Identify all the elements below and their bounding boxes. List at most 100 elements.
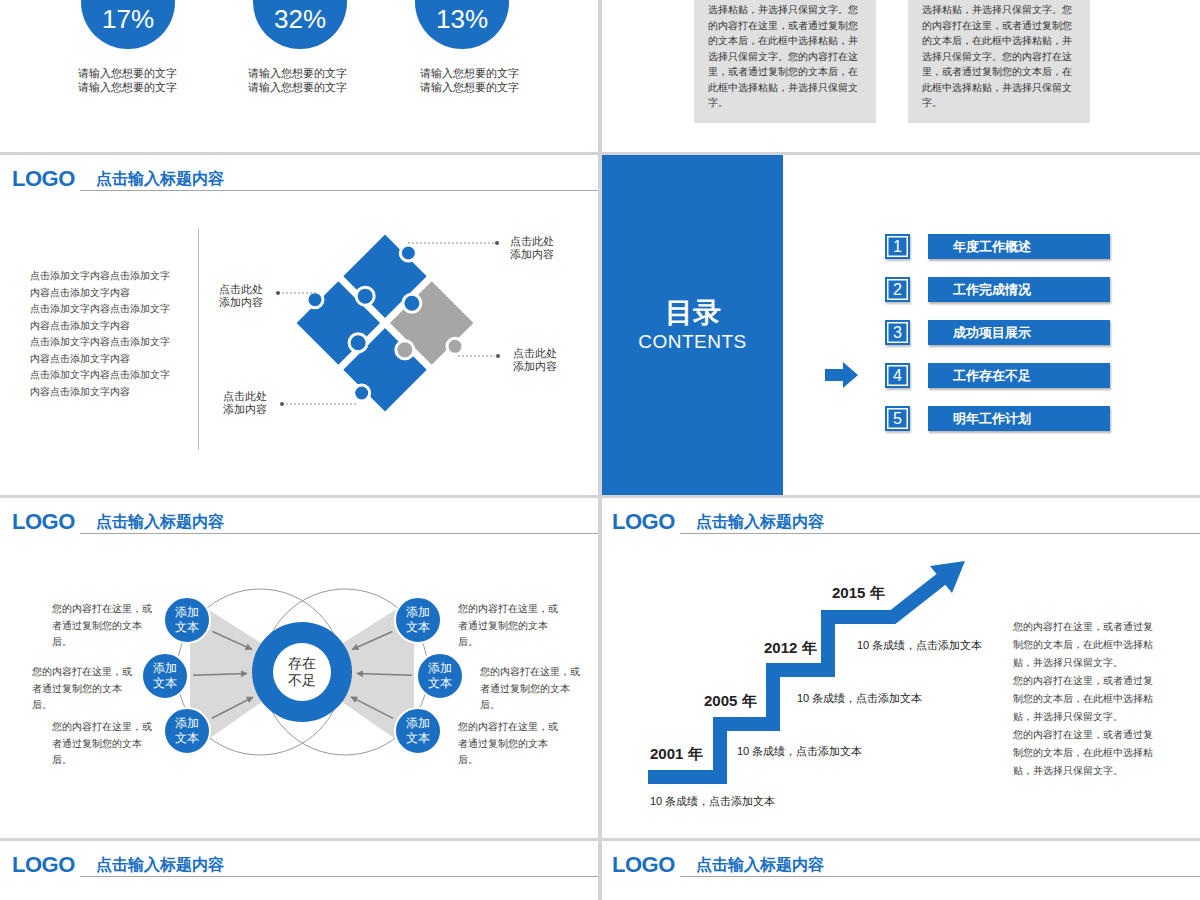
- circle-fill: [415, 0, 509, 49]
- slide-title-holder: 点击输入标题内容: [96, 169, 224, 189]
- logo: LOGO: [12, 853, 75, 877]
- node-text: 选择粘贴，并选择只保留文字。您的内容打在这里，或者通过复制您的文本后，在此框中选…: [922, 2, 1078, 111]
- caption-text-holder: 请输入您想要的文字 请输入您想要的文字: [420, 66, 526, 94]
- flow-arrow: [351, 697, 393, 718]
- callout-text-holder: 点击此处添加内容: [223, 390, 269, 416]
- number-square: 1: [885, 234, 910, 259]
- caption-text: 请输入您想要的文字 请输入您想要的文字: [420, 66, 526, 94]
- body-text: 点击添加文字内容点击添加文字内容点击添加文字内容: [30, 334, 176, 367]
- ring-inner: [273, 643, 331, 701]
- circle-fill: [253, 0, 347, 49]
- step-note-holder: 10 条成绩，点击添加文本: [650, 794, 775, 808]
- slide-title: 点击输入标题内容: [696, 512, 824, 532]
- body-text-holder: 点击添加文字内容点击添加文字内容点击添加文字内容: [30, 334, 176, 367]
- node-text: 添加文本: [405, 605, 431, 635]
- number-square: 3: [885, 320, 910, 345]
- node-text: 32%: [274, 4, 326, 34]
- node-text: 存在不足: [287, 655, 317, 689]
- item-circle: 添加文本: [416, 652, 464, 700]
- flow-arrow: [352, 631, 392, 649]
- node-text: 添加文本: [174, 716, 200, 746]
- node-text: 添加文本: [174, 605, 200, 635]
- node-text: 13%: [436, 4, 488, 34]
- callout-text: 点击此处添加内容: [510, 235, 556, 261]
- year-label-holder: 2012 年: [764, 639, 817, 657]
- percent-circle: 32%: [253, 0, 347, 49]
- flow-arrow: [212, 697, 253, 718]
- flow-arrow: [213, 632, 252, 650]
- center-circle: 存在不足: [252, 622, 352, 722]
- number-square: 5: [885, 406, 910, 431]
- node-text: 年度工作概述: [953, 238, 1031, 256]
- logo-holder: LOGO: [12, 853, 75, 877]
- callout-text-holder: 点击此处添加内容: [510, 235, 556, 261]
- caption-text: 请输入您想要的文字 请输入您想要的文字: [248, 66, 354, 94]
- callout-text: 点击此处添加内容: [219, 283, 265, 309]
- item-circle: 添加文本: [394, 596, 442, 644]
- venn-outlines: [177, 589, 428, 755]
- body-text-holder: 您的内容打在这里，或者通过复制您的文本后，在此框中选择粘贴，并选择只保留文字。: [1013, 672, 1157, 726]
- circle-fill: [81, 0, 175, 49]
- body-text: 点击添加文字内容点击添加文字内容点击添加文字内容: [30, 367, 176, 400]
- logo: LOGO: [12, 167, 75, 191]
- item-bar: 工作存在不足: [928, 363, 1110, 388]
- callout-text: 点击此处添加内容: [223, 390, 269, 416]
- year-label-holder: 2005 年: [704, 692, 757, 710]
- body-text-holder: 您的内容打在这里，或者通过复制您的文本后。: [32, 664, 134, 714]
- slide-title-holder: 点击输入标题内容: [96, 855, 224, 875]
- body-text: 您的内容打在这里，或者通过复制您的文本后，在此框中选择粘贴，并选择只保留文字。: [1013, 672, 1157, 726]
- body-text: 您的内容打在这里，或者通过复制您的文本后。: [458, 719, 560, 769]
- year-label: 2001 年: [650, 745, 703, 763]
- item-circle: 添加文本: [141, 652, 189, 700]
- logo: LOGO: [612, 510, 675, 534]
- leader-dots: [276, 241, 500, 406]
- item-circle: 添加文本: [163, 596, 211, 644]
- node-text: 5: [893, 410, 902, 428]
- body-text-holder: 您的内容打在这里，或者通过复制您的文本后，在此框中选择粘贴，并选择只保留文字。: [1013, 618, 1157, 672]
- contents-panel: 目录CONTENTS: [602, 155, 783, 495]
- body-text-holder: 您的内容打在这里，或者通过复制您的文本后。: [52, 719, 154, 769]
- circle-fill: [142, 653, 188, 699]
- callout-text-holder: 点击此处添加内容: [513, 347, 559, 373]
- node-text: 17%: [102, 4, 154, 34]
- node-text: CONTENTS: [638, 330, 747, 354]
- grey-fans: [190, 598, 414, 752]
- circle-fill: [164, 708, 210, 754]
- step-note: 10 条成绩，点击添加文本: [737, 744, 862, 758]
- node-text: 工作完成情况: [953, 281, 1031, 299]
- logo: LOGO: [12, 510, 75, 534]
- body-text-holder: 您的内容打在这里，或者通过复制您的文本后，在此框中选择粘贴，并选择只保留文字。: [1013, 726, 1157, 780]
- step-note-holder: 10 条成绩，点击添加文本: [857, 638, 982, 652]
- slide-title: 点击输入标题内容: [96, 855, 224, 875]
- node-text: 选择粘贴，并选择只保留文字。您的内容打在这里，或者通过复制您的文本后，在此框中选…: [708, 2, 864, 111]
- node-text: 成功项目展示: [953, 324, 1031, 342]
- logo-holder: LOGO: [612, 853, 675, 877]
- body-text: 点击添加文字内容点击添加文字内容点击添加文字内容: [30, 301, 176, 334]
- body-text-holder: 点击添加文字内容点击添加文字内容点击添加文字内容: [30, 268, 176, 301]
- node-text: 2: [893, 281, 902, 299]
- flow-arrow: [193, 674, 247, 676]
- staircase-arrow: [648, 561, 965, 777]
- item-bar: 成功项目展示: [928, 320, 1110, 345]
- step-note: 10 条成绩，点击添加文本: [650, 794, 775, 808]
- circle-fill: [395, 708, 441, 754]
- circle-fill: [164, 597, 210, 643]
- node-text: 4: [893, 367, 902, 385]
- step-note: 10 条成绩，点击添加文本: [857, 638, 982, 652]
- year-label: 2012 年: [764, 639, 817, 657]
- item-circle: 添加文本: [163, 707, 211, 755]
- node-text: 3: [893, 324, 902, 342]
- caption-text-holder: 请输入您想要的文字 请输入您想要的文字: [248, 66, 354, 94]
- ring-outer: [252, 622, 352, 722]
- body-text: 您的内容打在这里，或者通过复制您的文本后，在此框中选择粘贴，并选择只保留文字。: [1013, 726, 1157, 780]
- year-label: 2015 年: [832, 584, 885, 602]
- slide-title: 点击输入标题内容: [96, 169, 224, 189]
- body-text: 您的内容打在这里，或者通过复制您的文本后。: [480, 664, 582, 714]
- body-text-holder: 点击添加文字内容点击添加文字内容点击添加文字内容: [30, 301, 176, 334]
- body-text: 您的内容打在这里，或者通过复制您的文本后。: [52, 719, 154, 769]
- logo-holder: LOGO: [612, 510, 675, 534]
- caption-text-holder: 请输入您想要的文字 请输入您想要的文字: [78, 66, 184, 94]
- body-text-holder: 您的内容打在这里，或者通过复制您的文本后。: [480, 664, 582, 714]
- logo-holder: LOGO: [12, 510, 75, 534]
- percent-circle: 13%: [415, 0, 509, 49]
